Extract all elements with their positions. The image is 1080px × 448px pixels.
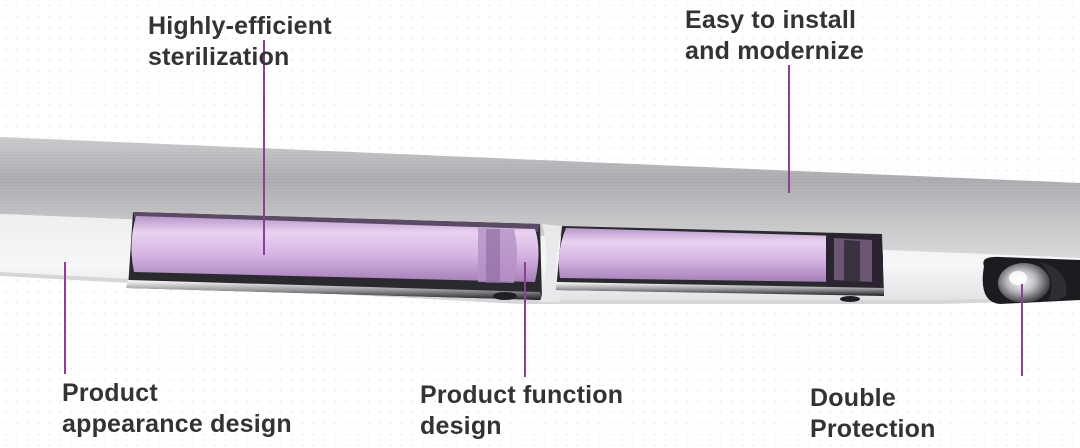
label-protection-line1: Double [810,384,896,412]
label-install: Easy to install and modernize [685,5,864,67]
label-sterilization-line1: Highly-efficient [148,12,332,40]
leader-line-install [788,65,790,193]
label-function: Product function design [420,380,623,442]
label-appearance-line1: Product [62,379,158,407]
label-protection: Double Protection [810,383,936,445]
label-appearance: Product appearance design [62,378,292,440]
leader-line-function [524,262,526,377]
label-appearance-line2: appearance design [62,410,292,438]
label-install-line2: and modernize [685,37,865,65]
leader-line-appearance [64,262,66,374]
label-sterilization: Highly-efficient sterilization [148,11,332,73]
label-sterilization-line2: sterilization [148,43,290,71]
label-function-line2: design [420,412,502,440]
leader-line-sterilization [263,40,265,255]
leader-line-protection [1021,284,1023,376]
label-install-line1: Easy to install [685,6,857,34]
label-function-line1: Product function [420,381,624,409]
label-protection-line2: Protection [810,415,936,443]
